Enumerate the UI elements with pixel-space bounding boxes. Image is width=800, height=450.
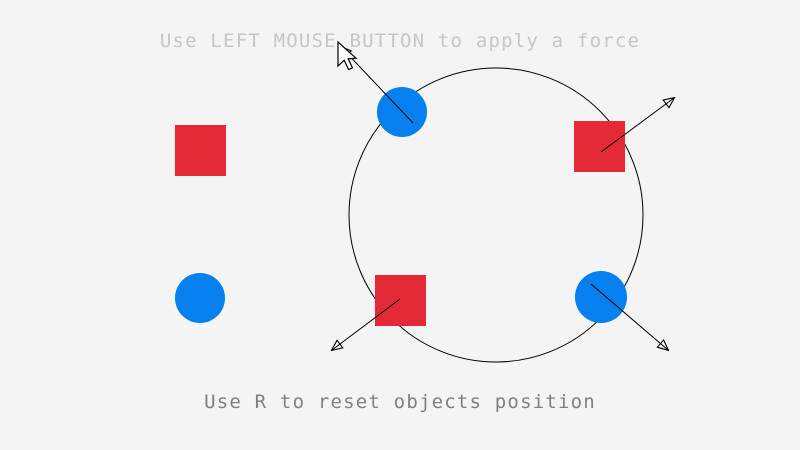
force-arrow-top-circle [341,47,414,124]
constraint-circle [348,67,644,363]
force-arrow-bottomright-circle [590,283,668,350]
hint-text-apply-force: Use LEFT MOUSE BUTTON to apply a force [159,30,641,52]
body-square-track-right[interactable] [574,121,625,172]
force-arrow-bottom-square [332,298,401,350]
body-square-track-bottom[interactable] [375,275,426,326]
body-circle-free-left[interactable] [175,273,225,323]
body-circle-track-bottomright[interactable] [575,271,627,323]
force-arrow-right-square [600,98,674,153]
body-square-free-left[interactable] [175,125,226,176]
hint-text-reset-objects: Use R to reset objects position [204,391,596,413]
